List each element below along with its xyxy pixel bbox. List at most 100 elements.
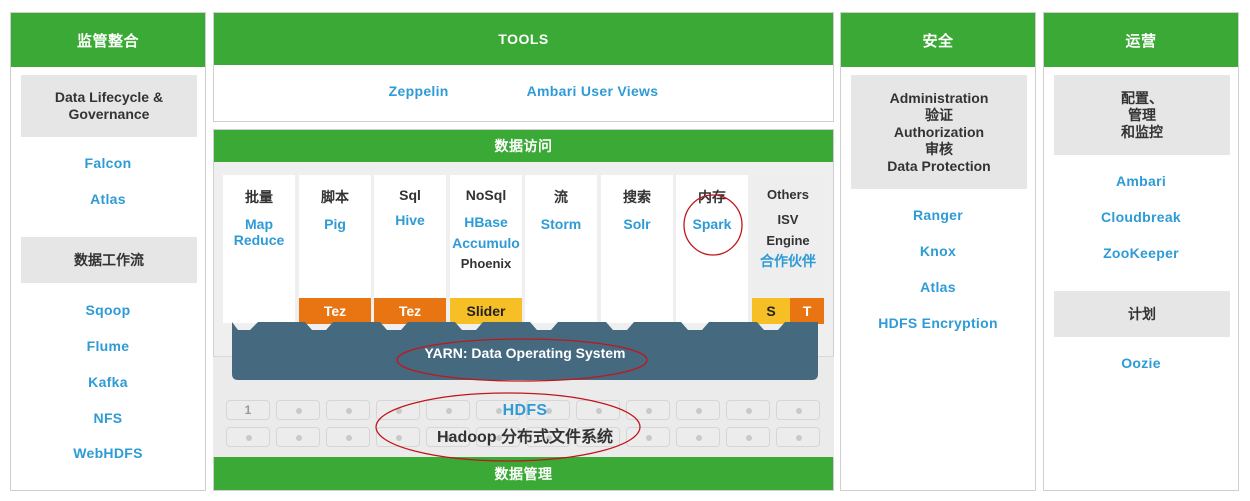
grid-cell-dot <box>646 408 652 414</box>
tag-s: S <box>752 298 790 324</box>
link-kafka[interactable]: Kafka <box>88 374 128 390</box>
link-cloudbreak[interactable]: Cloudbreak <box>1100 209 1181 225</box>
link-hdfs-encryption[interactable]: HDFS Encryption <box>878 315 998 331</box>
link-hbase[interactable]: HBase <box>464 214 508 230</box>
tools-links: Zeppelin Ambari User Views <box>214 63 833 119</box>
col-search-head: 搜索 <box>623 189 651 205</box>
tag-t: T <box>790 298 824 324</box>
security-line-2: 验证 <box>925 106 953 123</box>
governance-header: 监管整合 <box>11 13 205 67</box>
link-solr[interactable]: Solr <box>623 216 651 232</box>
isv-label: ISV <box>777 212 799 227</box>
operations-panel: 运营 配置、 管理 和监控 Ambari Cloudbreak ZooKeepe… <box>1043 12 1239 491</box>
grid-cell-dot <box>296 408 302 414</box>
link-atlas-security[interactable]: Atlas <box>920 279 956 295</box>
security-box: Administration 验证 Authorization 审核 Data … <box>851 75 1027 189</box>
grid-cell <box>276 427 320 447</box>
grid-cell <box>776 427 820 447</box>
link-webhdfs[interactable]: WebHDFS <box>73 445 143 461</box>
grid-cell-dot <box>746 408 752 414</box>
link-ambari[interactable]: Ambari <box>1115 173 1167 189</box>
link-oozie[interactable]: Oozie <box>1121 355 1161 371</box>
col-batch-head: 批量 <box>245 189 273 205</box>
link-nfs[interactable]: NFS <box>93 410 123 426</box>
link-reduce[interactable]: Reduce <box>233 232 285 248</box>
grid-cell-dot <box>696 435 702 441</box>
link-ambari-user-views[interactable]: Ambari User Views <box>526 83 659 99</box>
link-map[interactable]: Map <box>245 216 273 232</box>
tag-tez-pig: Tez <box>299 298 371 324</box>
link-sqoop[interactable]: Sqoop <box>85 302 131 318</box>
security-line-3: Authorization <box>893 123 985 140</box>
link-partners[interactable]: 合作伙伴 <box>760 253 816 269</box>
engine-label: Engine <box>766 233 810 248</box>
ops-line-1: 配置、 <box>1121 89 1163 106</box>
link-hdfs[interactable]: HDFS <box>502 402 548 419</box>
link-atlas-left[interactable]: Atlas <box>90 191 126 207</box>
link-knox[interactable]: Knox <box>919 243 957 259</box>
col-stream: 流 Storm <box>525 175 597 323</box>
workflow-label: 数据工作流 <box>74 251 144 268</box>
workflow-box: 数据工作流 <box>21 237 197 283</box>
security-panel: 安全 Administration 验证 Authorization 审核 Da… <box>840 12 1036 491</box>
schedule-box: 计划 <box>1054 291 1230 337</box>
grid-cell <box>676 427 720 447</box>
grid-cell <box>676 400 720 420</box>
security-line-5: Data Protection <box>887 157 991 174</box>
governance-panel: 监管整合 Data Lifecycle & Governance Falcon … <box>10 12 206 491</box>
link-accumulo[interactable]: Accumulo <box>452 235 520 251</box>
grid-cell-dot <box>346 408 352 414</box>
grid-cell <box>276 400 320 420</box>
security-line-1: Administration <box>889 89 989 106</box>
security-line-4: 审核 <box>925 140 953 157</box>
link-zeppelin[interactable]: Zeppelin <box>388 83 449 99</box>
yarn-label: YARN: Data Operating System <box>424 345 626 361</box>
ops-line-3: 和监控 <box>1121 123 1163 140</box>
grid-cell <box>226 427 270 447</box>
link-falcon[interactable]: Falcon <box>84 155 132 171</box>
data-access-header: 数据访问 <box>214 130 833 162</box>
data-management-footer: 数据管理 <box>214 457 833 490</box>
operations-header: 运营 <box>1044 13 1238 67</box>
tools-header: TOOLS <box>214 13 833 65</box>
grid-cell: 1 <box>226 400 270 420</box>
security-header: 安全 <box>841 13 1035 67</box>
grid-cell-number: 1 <box>244 403 252 417</box>
link-storm[interactable]: Storm <box>540 216 582 232</box>
lifecycle-line-1: Data Lifecycle & <box>54 89 164 105</box>
grid-cell <box>326 427 370 447</box>
ops-box: 配置、 管理 和监控 <box>1054 75 1230 155</box>
grid-cell-dot <box>246 435 252 441</box>
grid-cell <box>326 400 370 420</box>
tools-panel: TOOLS Zeppelin Ambari User Views <box>213 12 834 122</box>
tag-tez-hive: Tez <box>374 298 446 324</box>
lifecycle-line-2: Governance <box>68 106 150 122</box>
link-pig[interactable]: Pig <box>324 216 346 232</box>
grid-cell-dot <box>296 435 302 441</box>
grid-cell-dot <box>346 435 352 441</box>
col-batch: 批量 Map Reduce <box>223 175 295 323</box>
col-search: 搜索 Solr <box>601 175 673 323</box>
link-ranger[interactable]: Ranger <box>912 207 964 223</box>
link-zookeeper[interactable]: ZooKeeper <box>1103 245 1179 261</box>
phoenix-label: Phoenix <box>460 256 512 271</box>
grid-cell-dot <box>796 435 802 441</box>
schedule-label: 计划 <box>1128 305 1156 322</box>
grid-cell <box>726 427 770 447</box>
col-sql-head: Sql <box>399 187 421 203</box>
grid-cell-dot <box>646 435 652 441</box>
grid-cell <box>776 400 820 420</box>
tag-slider: Slider <box>450 298 522 324</box>
grid-cell-dot <box>746 435 752 441</box>
col-others-head: Others <box>767 187 809 202</box>
ops-line-2: 管理 <box>1128 106 1156 123</box>
hdfs-subtitle: Hadoop 分布式文件系统 <box>437 429 613 446</box>
lifecycle-box: Data Lifecycle & Governance <box>21 75 197 137</box>
col-nosql-head: NoSql <box>465 187 507 203</box>
grid-cell <box>726 400 770 420</box>
col-script-head: 脚本 <box>321 189 349 205</box>
link-hive[interactable]: Hive <box>395 212 425 228</box>
col-stream-head: 流 <box>554 189 568 205</box>
grid-cell-dot <box>696 408 702 414</box>
link-flume[interactable]: Flume <box>86 338 130 354</box>
